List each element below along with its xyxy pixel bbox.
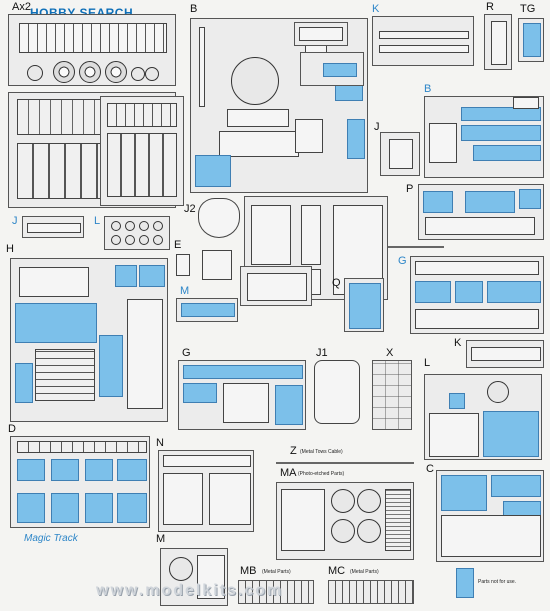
label-tg: TG [520,3,536,15]
tow-cable [276,462,414,464]
sprue-a-top [8,14,176,86]
label-mc: MC [328,565,346,577]
label-j-small: J [374,121,380,133]
sprue-k-top [372,16,474,66]
label-x: X [386,347,394,359]
label-j1: J1 [316,347,328,359]
label-e: E [174,239,182,251]
label-l-right: L [424,357,431,369]
label-l-left: L [94,215,101,227]
sprue-mb [238,580,314,604]
sprue-n [158,450,254,532]
label-mb: MB [240,565,257,577]
sprue-k-right [466,340,544,368]
caption-z: (Metal Tows Cable) [300,449,343,455]
sprue-right-of-e [240,266,312,306]
sprue-b-top [190,18,368,193]
magic-track-logo: Magic Track [24,533,78,544]
sprue-d [10,436,150,528]
label-b-right: B [424,83,432,95]
tube-right [388,246,444,248]
sprue-m-mid [176,298,238,322]
caption-ma: (Photo-etched Parts) [298,471,345,477]
sprue-x [372,360,412,430]
sprue-small-mid-2 [300,52,364,86]
label-a: Ax2 [12,1,31,13]
sprue-j-left [22,216,84,238]
legend-swatch [456,568,474,598]
sprue-h [10,258,168,422]
legend-text: Parts not for use. [478,579,517,585]
label-c: C [426,463,434,475]
sprue-mc [328,580,414,604]
sprue-l-right [424,374,542,460]
sprue-mid-left [100,96,184,206]
sprue-small-mid-1 [294,22,348,46]
label-h: H [6,243,14,255]
label-b-top: B [190,3,198,15]
label-z: Z [290,445,297,457]
label-q: Q [332,277,341,289]
e-part [176,254,190,276]
caption-mc: (Metal Parts) [350,569,379,575]
label-j2: J2 [184,203,196,215]
label-g-mid: G [182,347,191,359]
sprue-j-small [380,132,420,176]
label-k-top: K [372,3,380,15]
sprue-m-bottom [160,548,228,606]
sprue-ma [276,482,414,560]
label-n: N [156,437,164,449]
label-j-left: J [12,215,18,227]
e-frame [202,250,232,280]
label-g-right: G [398,255,407,267]
label-p: P [406,183,414,195]
label-r: R [486,1,494,13]
j1-part [314,360,360,424]
label-m-bottom: M [156,533,166,545]
sprue-g-mid [178,360,306,430]
label-ma: MA [280,467,297,479]
label-k-right: K [454,337,462,349]
sprue-q [344,278,384,332]
sprue-c [436,470,544,562]
sprue-r [484,14,512,70]
sprue-g-right [410,256,544,334]
j2-part [198,198,240,238]
label-m-mid: M [180,285,190,297]
label-d: D [8,423,16,435]
sprue-p [418,184,544,240]
sprue-b-right [424,96,544,178]
caption-mb: (Metal Parts) [262,569,291,575]
sprue-l-left [104,216,170,250]
sprue-tg [518,18,544,62]
watermark: www.modelkits.com [96,582,284,599]
